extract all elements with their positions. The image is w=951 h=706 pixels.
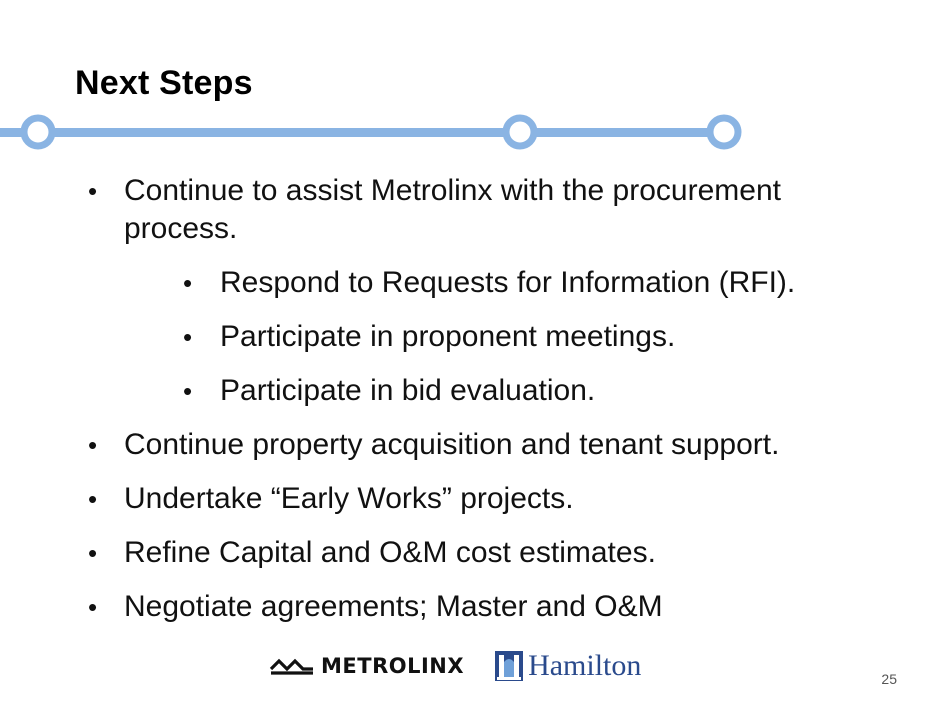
bullet-dot: • <box>88 538 98 568</box>
bullet-dot: • <box>88 430 98 460</box>
slide-title: Next Steps <box>75 64 253 102</box>
hamilton-wordmark: Hamilton <box>528 649 642 682</box>
bullet-item: • Refine Capital and O&M cost estimates. <box>0 534 844 572</box>
bullet-list: • Continue to assist Metrolinx with the … <box>0 172 951 626</box>
bullet-item: • Undertake “Early Works” projects. <box>0 480 844 518</box>
hamilton-logo: Hamilton <box>494 649 641 683</box>
bullet-item: • Negotiate agreements; Master and O&M <box>0 588 844 626</box>
bullet-text: Participate in bid evaluation. <box>220 374 596 407</box>
bullet-item: • Continue to assist Metrolinx with the … <box>0 172 844 248</box>
sub-bullet-item: • Respond to Requests for Information (R… <box>0 264 920 302</box>
page-number: 25 <box>881 671 897 687</box>
bullet-text: Negotiate agreements; Master and O&M <box>124 590 663 623</box>
bullet-text: Undertake “Early Works” projects. <box>124 482 574 515</box>
bullet-text: Participate in proponent meetings. <box>220 320 676 353</box>
bullet-text: Respond to Requests for Information (RFI… <box>220 266 796 299</box>
bullet-dot: • <box>88 592 98 622</box>
bullet-dot: • <box>183 376 193 406</box>
bullet-text: Refine Capital and O&M cost estimates. <box>124 536 656 569</box>
bullet-text: Continue property acquisition and tenant… <box>124 428 780 461</box>
footer-logos: METROLINX Hamilton <box>269 648 641 684</box>
bullet-item: • Continue property acquisition and tena… <box>0 426 844 464</box>
metrolinx-logo: METROLINX <box>269 654 464 678</box>
sub-bullet-item: • Participate in proponent meetings. <box>0 318 920 356</box>
bullet-dot: • <box>183 322 193 352</box>
bullet-dot: • <box>88 176 98 206</box>
sub-bullet-item: • Participate in bid evaluation. <box>0 372 920 410</box>
bullet-text: Continue to assist Metrolinx with the pr… <box>124 174 781 245</box>
bullet-dot: • <box>88 484 98 514</box>
bullet-dot: • <box>183 268 193 298</box>
hamilton-emblem-icon <box>495 651 524 681</box>
transit-line-decoration <box>0 114 742 150</box>
metrolinx-wordmark: METROLINX <box>321 654 465 678</box>
metrolinx-wave-icon <box>269 658 313 675</box>
